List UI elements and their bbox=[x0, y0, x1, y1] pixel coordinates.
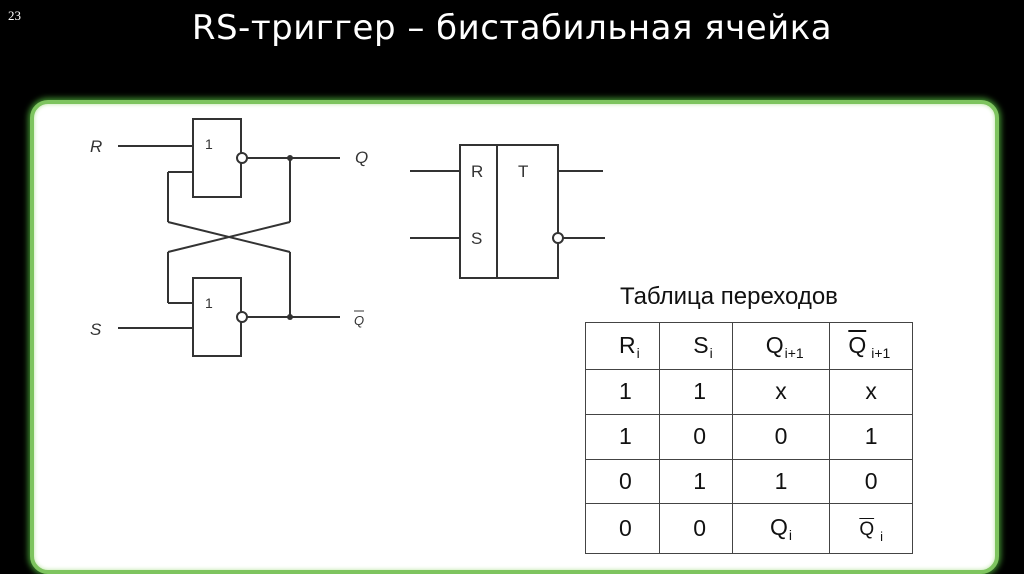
symbol-inversion-bubble bbox=[552, 232, 564, 244]
table-cell-q: Qi bbox=[731, 503, 831, 554]
table-cell: 1 bbox=[659, 458, 733, 505]
table-cell: 0 bbox=[584, 503, 661, 554]
trigger-symbol-box bbox=[459, 144, 559, 279]
inversion-bubble-bottom bbox=[236, 311, 248, 323]
table-cell: 0 bbox=[584, 458, 661, 505]
symbol-input-r: R bbox=[471, 162, 483, 181]
nor-gate-bottom bbox=[192, 277, 242, 357]
table-row: 0 1 1 0 bbox=[584, 458, 913, 505]
gate-top-label: 1 bbox=[205, 136, 213, 152]
table-cell: 1 bbox=[659, 369, 733, 415]
table-row: 1 0 0 1 bbox=[584, 413, 913, 460]
header-s: Si bbox=[659, 322, 733, 370]
junction-dot-q bbox=[287, 155, 293, 161]
table-cell: 1 bbox=[731, 458, 831, 505]
table-cell: 0 bbox=[659, 413, 733, 460]
symbol-type-label: T bbox=[518, 162, 528, 181]
table-cell: x bbox=[829, 369, 913, 415]
circuit-input-r: R bbox=[90, 137, 102, 156]
table-cell: 0 bbox=[731, 413, 831, 460]
circuit-output-q-bar: Q bbox=[354, 313, 364, 328]
inversion-bubble-top bbox=[236, 152, 248, 164]
table-cell: 1 bbox=[829, 413, 913, 460]
table-cell: 1 bbox=[584, 413, 661, 460]
slide-title: RS-триггер – бистабильная ячейка bbox=[191, 8, 833, 48]
symbol-input-s: S bbox=[471, 229, 482, 248]
table-row: 1 1 x x bbox=[584, 369, 913, 415]
table-cell: x bbox=[731, 369, 831, 415]
circuit-input-s: S bbox=[90, 320, 102, 339]
slide-number: 23 bbox=[8, 8, 21, 23]
table-cell: 0 bbox=[829, 458, 913, 505]
table-title: Таблица переходов bbox=[620, 283, 838, 310]
circuit-output-q: Q bbox=[355, 148, 368, 167]
nor-gate-top bbox=[192, 118, 242, 198]
header-q-next: Qi+1 bbox=[731, 322, 831, 370]
header-r: Ri bbox=[584, 322, 661, 370]
gate-bottom-label: 1 bbox=[205, 295, 213, 311]
table-cell: 1 bbox=[584, 369, 661, 415]
junction-dot-q-bar bbox=[287, 314, 293, 320]
table-cell: 0 bbox=[659, 503, 733, 554]
